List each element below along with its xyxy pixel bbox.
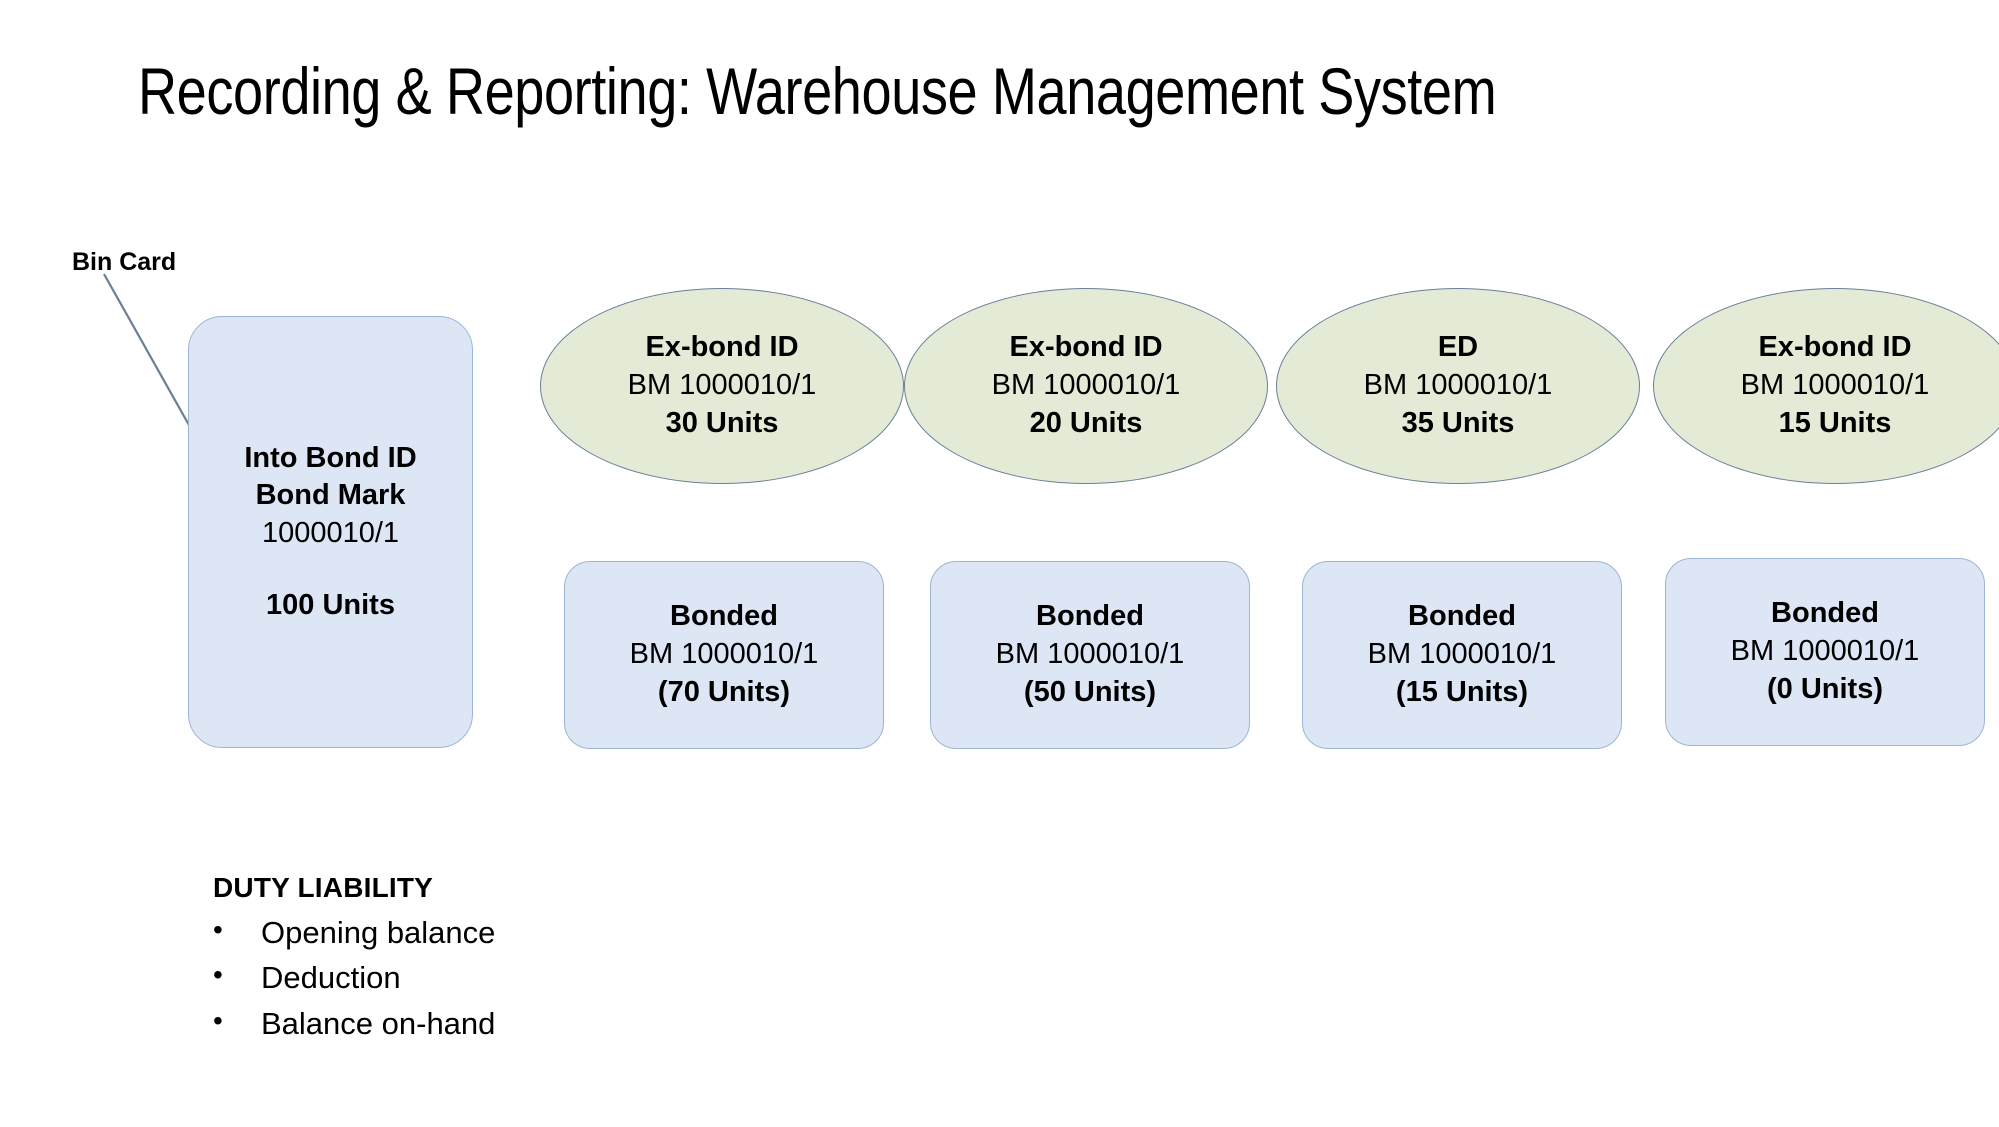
bin-card-box[interactable]: Into Bond ID Bond Mark 1000010/1 100 Uni… [188, 316, 473, 748]
transaction-units: 35 Units [1401, 406, 1515, 439]
transaction-bond-mark: BM 1000010/1 [991, 369, 1181, 402]
bonded-bond-mark: BM 1000010/1 [1367, 638, 1557, 671]
duty-liability-item-label: Opening balance [261, 915, 496, 950]
transaction-bond-mark: BM 1000010/1 [627, 369, 817, 402]
bin-card-line3: 1000010/1 [261, 517, 400, 549]
duty-liability-item-label: Deduction [261, 960, 401, 996]
bonded-title: Bonded [1771, 597, 1879, 630]
duty-liability-item-2: • Deduction [213, 955, 853, 1000]
transaction-ellipse-1[interactable]: Ex-bond ID BM 1000010/1 30 Units [540, 288, 904, 484]
duty-liability-heading: DUTY LIABILITY [213, 872, 434, 903]
duty-liability-item-1: • Opening balance [213, 910, 853, 955]
bin-card-callout-label: Bin Card [72, 248, 177, 276]
transaction-ellipse-2[interactable]: Ex-bond ID BM 1000010/1 20 Units [904, 288, 1268, 484]
bonded-units: (0 Units) [1767, 672, 1883, 705]
transaction-bond-mark: BM 1000010/1 [1740, 369, 1930, 402]
bonded-title: Bonded [670, 600, 778, 633]
page-title: Recording & Reporting: Warehouse Managem… [138, 54, 1497, 128]
transaction-ellipse-4[interactable]: Ex-bond ID BM 1000010/1 15 Units [1653, 288, 1999, 484]
bonded-title: Bonded [1036, 600, 1144, 633]
duty-liability-item-3: • Balance on-hand [213, 1001, 853, 1046]
transaction-units: 30 Units [665, 406, 779, 439]
transaction-ellipse-3[interactable]: ED BM 1000010/1 35 Units [1276, 288, 1640, 484]
bullet-icon: • [213, 1004, 223, 1036]
bonded-box-2[interactable]: Bonded BM 1000010/1 (50 Units) [930, 561, 1250, 749]
bonded-box-3[interactable]: Bonded BM 1000010/1 (15 Units) [1302, 561, 1622, 749]
bonded-box-1[interactable]: Bonded BM 1000010/1 (70 Units) [564, 561, 884, 749]
transaction-units: 15 Units [1778, 406, 1892, 439]
bonded-bond-mark: BM 1000010/1 [1730, 635, 1920, 668]
bonded-bond-mark: BM 1000010/1 [629, 638, 819, 671]
bonded-box-4[interactable]: Bonded BM 1000010/1 (0 Units) [1665, 558, 1985, 746]
duty-liability-block: DUTY LIABILITY • Opening balance • Deduc… [213, 872, 853, 1046]
bin-card-line2: Bond Mark [255, 479, 406, 512]
transaction-title: Ex-bond ID [1758, 331, 1912, 364]
bonded-units: (70 Units) [657, 675, 791, 708]
bonded-bond-mark: BM 1000010/1 [995, 638, 1185, 671]
bin-card-units: 100 Units [266, 588, 395, 621]
transaction-title: Ex-bond ID [645, 331, 799, 364]
bullet-icon: • [213, 914, 223, 945]
transaction-title: ED [1437, 331, 1479, 364]
transaction-bond-mark: BM 1000010/1 [1363, 369, 1553, 402]
duty-liability-item-label: Balance on-hand [261, 1005, 496, 1041]
bonded-units: (50 Units) [1023, 675, 1157, 708]
bonded-units: (15 Units) [1395, 675, 1529, 708]
bullet-icon: • [213, 959, 223, 991]
bin-card-line1: Into Bond ID [244, 441, 417, 474]
bonded-title: Bonded [1408, 600, 1516, 633]
transaction-units: 20 Units [1029, 406, 1143, 439]
transaction-title: Ex-bond ID [1009, 331, 1163, 364]
